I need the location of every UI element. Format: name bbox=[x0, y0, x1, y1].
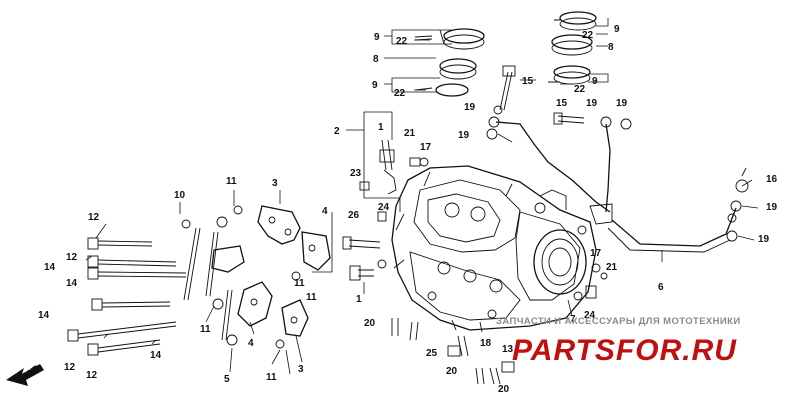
stud-bolts bbox=[67, 205, 301, 356]
callout-24: 24 bbox=[584, 310, 596, 321]
callout-21: 21 bbox=[606, 262, 618, 273]
intake-insulators bbox=[435, 11, 597, 97]
callout-23: 23 bbox=[350, 168, 362, 179]
watermark-logo: PARTSFOR.RU bbox=[512, 334, 737, 367]
callout-12: 12 bbox=[64, 362, 76, 373]
callout-24: 24 bbox=[378, 202, 390, 213]
callout-15: 15 bbox=[556, 98, 568, 109]
callout-19: 19 bbox=[766, 202, 778, 213]
callout-3: 3 bbox=[298, 364, 304, 375]
callout-12: 12 bbox=[86, 370, 98, 381]
callout-1: 1 bbox=[378, 122, 384, 133]
oil-pipe bbox=[495, 121, 737, 253]
screws bbox=[391, 19, 749, 385]
leader-lines bbox=[85, 18, 759, 375]
callout-1: 1 bbox=[356, 294, 362, 305]
callout-8: 8 bbox=[373, 54, 379, 65]
watermark-caption: ЗАПЧАСТИ И АКСЕССУАРЫ ДЛЯ МОТОТЕХНИКИ bbox=[496, 316, 741, 327]
callout-22: 22 bbox=[396, 36, 408, 47]
callout-9: 9 bbox=[614, 24, 620, 35]
callout-16: 16 bbox=[766, 174, 778, 185]
callout-10: 10 bbox=[174, 190, 186, 201]
callout-19: 19 bbox=[616, 98, 628, 109]
fwd-arrow: FWD bbox=[6, 362, 44, 386]
callout-19: 19 bbox=[464, 102, 476, 113]
callout-19: 19 bbox=[586, 98, 598, 109]
callout-14: 14 bbox=[44, 262, 56, 273]
callout-11: 11 bbox=[226, 176, 237, 187]
callout-5: 5 bbox=[224, 374, 230, 385]
callout-26: 26 bbox=[348, 210, 360, 221]
callout-2: 2 bbox=[334, 126, 340, 137]
callout-8: 8 bbox=[608, 42, 614, 53]
brackets bbox=[211, 205, 331, 337]
callout-labels: 9 22 8 9 22 9 22 8 9 22 15 15 19 19 19 1… bbox=[38, 24, 778, 395]
callout-14: 14 bbox=[150, 350, 162, 361]
watermark: ЗАПЧАСТИ И АКСЕССУАРЫ ДЛЯ МОТОТЕХНИКИ PA… bbox=[496, 316, 741, 367]
callout-12: 12 bbox=[66, 252, 78, 263]
callout-17: 17 bbox=[420, 142, 432, 153]
callout-11: 11 bbox=[266, 372, 277, 383]
callout-22: 22 bbox=[394, 88, 406, 99]
callout-7: 7 bbox=[570, 314, 576, 325]
callout-18: 18 bbox=[480, 338, 492, 349]
callout-13: 13 bbox=[502, 344, 514, 355]
callout-25: 25 bbox=[426, 348, 438, 359]
callout-20: 20 bbox=[446, 366, 458, 377]
callout-19: 19 bbox=[758, 234, 770, 245]
callout-12: 12 bbox=[88, 212, 100, 223]
callout-20: 20 bbox=[498, 384, 510, 395]
callout-21: 21 bbox=[404, 128, 416, 139]
callout-11: 11 bbox=[200, 324, 211, 335]
callout-22: 22 bbox=[574, 84, 586, 95]
callout-14: 14 bbox=[38, 310, 50, 321]
callout-4: 4 bbox=[248, 338, 254, 349]
callout-22: 22 bbox=[582, 30, 594, 41]
head-bolts bbox=[342, 139, 429, 281]
callout-9: 9 bbox=[374, 32, 380, 43]
callout-9: 9 bbox=[372, 80, 378, 91]
callout-9: 9 bbox=[592, 76, 598, 87]
callout-17: 17 bbox=[590, 248, 602, 259]
callout-11: 11 bbox=[306, 292, 317, 303]
callout-14: 14 bbox=[66, 278, 78, 289]
callout-3: 3 bbox=[272, 178, 278, 189]
callout-6: 6 bbox=[658, 282, 664, 293]
callout-11: 11 bbox=[294, 278, 305, 289]
cylinder-head bbox=[391, 165, 597, 333]
callout-4: 4 bbox=[322, 206, 328, 217]
callout-20: 20 bbox=[364, 318, 376, 329]
callout-15: 15 bbox=[522, 76, 534, 87]
callout-19: 19 bbox=[458, 130, 470, 141]
